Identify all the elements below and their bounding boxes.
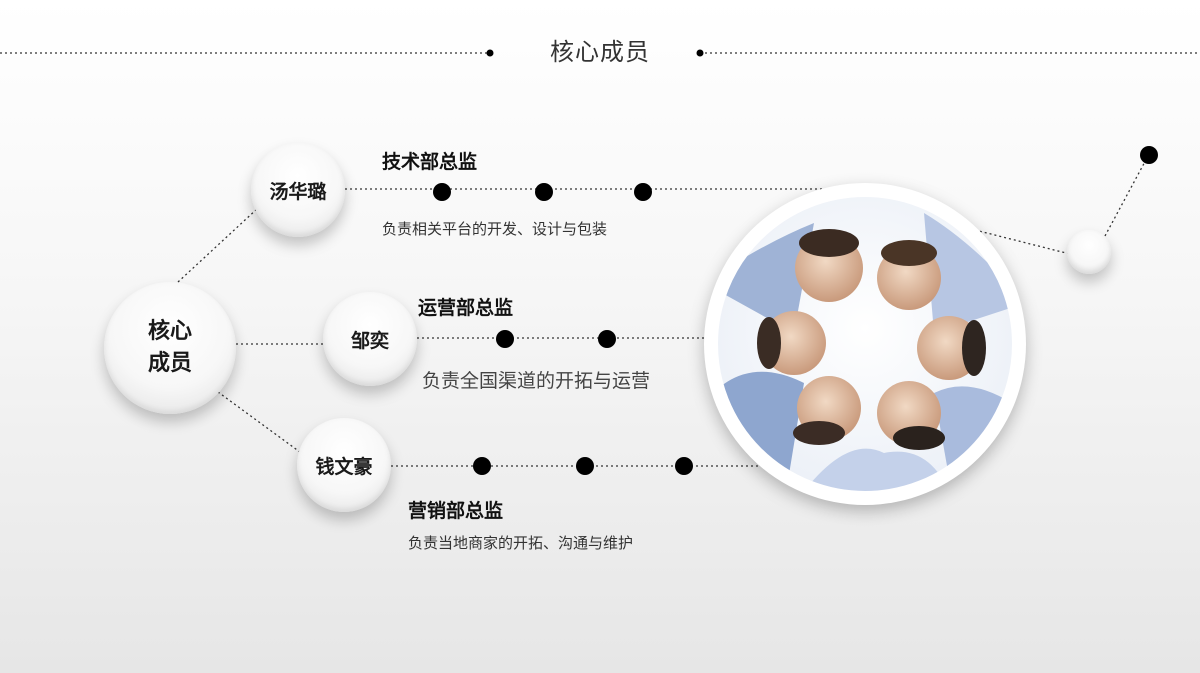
link-ball-dot [1104, 155, 1149, 237]
core-label-line2: 成员 [147, 351, 192, 376]
title-dot-right [696, 49, 704, 57]
core-members-circle: 核心 成员 [104, 282, 236, 414]
decorative-ball [1067, 230, 1111, 274]
member-3-name: 钱文豪 [315, 455, 373, 478]
page-title: 核心成员 [550, 38, 650, 66]
member-2-description: 负责全国渠道的开拓与运营 [422, 370, 651, 392]
member-2-name: 邹奕 [350, 329, 389, 352]
member3-dot-3 [675, 457, 693, 475]
member-2-role: 运营部总监 [418, 297, 514, 319]
link-photo-ball [974, 229, 1071, 255]
member-1-name-circle: 汤华璐 [251, 143, 345, 237]
member-1-name: 汤华璐 [269, 180, 327, 203]
member-1-description: 负责相关平台的开发、设计与包装 [382, 220, 608, 238]
link-core-member1 [177, 207, 259, 283]
member3-dot-2 [576, 457, 594, 475]
member1-dot-2 [535, 183, 553, 201]
member-3-name-circle: 钱文豪 [297, 418, 391, 512]
member-1-role: 技术部总监 [382, 151, 478, 173]
member-2-name-circle: 邹奕 [323, 292, 417, 386]
member-3-description: 负责当地商家的开拓、沟通与维护 [408, 534, 634, 552]
member2-dot-2 [598, 330, 616, 348]
member1-dot-3 [634, 183, 652, 201]
member3-dot-1 [473, 457, 491, 475]
title-dot-left [486, 49, 494, 57]
member-3-role: 营销部总监 [408, 500, 504, 522]
member1-dot-1 [433, 183, 451, 201]
corner-dot [1140, 146, 1158, 164]
core-label-line1: 核心 [147, 319, 192, 344]
link-core-member3 [217, 391, 305, 456]
member2-dot-1 [496, 330, 514, 348]
team-photo-huddle-icon [704, 183, 1026, 505]
